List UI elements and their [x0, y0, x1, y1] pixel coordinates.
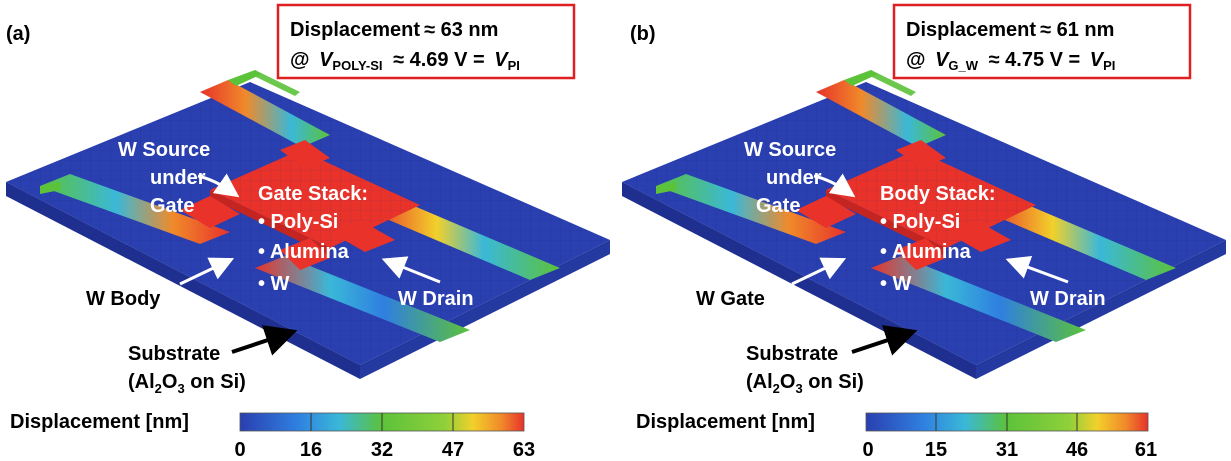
svg-text:Substrate: Substrate	[746, 343, 838, 365]
svg-text:• W: • W	[258, 273, 290, 295]
drain-label: W Drain	[1030, 288, 1106, 310]
panel-a-scene: (a) Displacement≈ 63 nm @ VPOLY-SI ≈ 4.6…	[6, 3, 610, 461]
svg-text:(Al2O3 on Si): (Al2O3 on Si)	[746, 371, 864, 396]
result-line-2: @ VPOLY-SI ≈ 4.69 V = VPI	[290, 49, 520, 75]
svg-text:• Alumina: • Alumina	[880, 241, 972, 263]
panel-a: (a) Displacement≈ 63 nm @ VPOLY-SI ≈ 4.6…	[0, 0, 615, 461]
left-terminal-arrow	[179, 257, 235, 286]
source-arrow	[813, 173, 856, 198]
svg-text:Gate Stack:: Gate Stack:	[258, 183, 368, 205]
colorbar-tick-4: 63	[513, 439, 535, 461]
panel-label: (b)	[630, 23, 656, 45]
source-label: W Source under Gate	[744, 139, 856, 217]
colorbar-tick-labels: 0 15 31 46 61	[862, 439, 1157, 461]
colorbar-tick-labels: 0 16 32 47 63	[234, 439, 535, 461]
colorbar-tick-3: 47	[442, 439, 464, 461]
svg-text:W Source: W Source	[744, 139, 836, 161]
svg-text:• Alumina: • Alumina	[258, 241, 350, 263]
svg-text:(Al2O3 on Si): (Al2O3 on Si)	[128, 371, 246, 396]
svg-text:under: under	[766, 167, 822, 189]
device-arms	[40, 70, 560, 342]
colorbar-tick-3: 46	[1066, 439, 1088, 461]
svg-text:Gate: Gate	[150, 195, 194, 217]
result-box	[892, 3, 1192, 80]
drain-arrow	[1005, 255, 1069, 284]
device-arms	[656, 70, 1176, 342]
svg-text:• Poly-Si: • Poly-Si	[880, 211, 960, 233]
svg-text:Body Stack:: Body Stack:	[880, 183, 996, 205]
colorbar-title: Displacement [nm]	[636, 411, 815, 433]
colorbar-tick-1: 15	[925, 439, 947, 461]
drain-arrow	[381, 256, 441, 284]
stack-list: Gate Stack: • Poly-Si • Alumina • W	[258, 183, 368, 295]
panel-label: (a)	[6, 23, 30, 45]
substrate-label: Substrate (Al2O3 on Si)	[746, 325, 918, 396]
source-label: W Source under Gate	[118, 139, 240, 217]
svg-text:W Source: W Source	[118, 139, 210, 161]
colorbar-ticks	[935, 413, 1078, 431]
result-line-2: @ VG_W ≈ 4.75 V = VPI	[906, 49, 1115, 75]
substrate-arrow	[231, 325, 298, 356]
svg-text:• Poly-Si: • Poly-Si	[258, 211, 338, 233]
panel-b: (b) Displacement≈ 61 nm @ VG_W ≈ 4.75 V …	[616, 0, 1231, 461]
colorbar-tick-4: 61	[1135, 439, 1157, 461]
colorbar-ticks	[310, 413, 454, 431]
drain-label: W Drain	[398, 288, 474, 310]
svg-text:under: under	[150, 167, 206, 189]
left-terminal-label: W Gate	[696, 288, 765, 310]
result-box	[276, 3, 576, 80]
left-terminal-label: W Body	[86, 288, 161, 310]
colorbar-title: Displacement [nm]	[10, 411, 189, 433]
svg-text:Substrate: Substrate	[128, 343, 220, 365]
result-line-1: Displacement≈ 63 nm	[290, 19, 498, 41]
colorbar-tick-0: 0	[234, 439, 245, 461]
source-arrow	[197, 173, 240, 198]
colorbar-tick-2: 32	[371, 439, 393, 461]
svg-text:Gate: Gate	[756, 195, 800, 217]
substrate-label: Substrate (Al2O3 on Si)	[128, 325, 298, 396]
stack-list: Body Stack: • Poly-Si • Alumina • W	[880, 183, 996, 295]
colorbar-tick-0: 0	[862, 439, 873, 461]
svg-text:• W: • W	[880, 273, 912, 295]
colorbar-tick-1: 16	[300, 439, 322, 461]
result-line-1: Displacement≈ 61 nm	[906, 19, 1114, 41]
left-terminal-arrow	[791, 257, 847, 286]
colorbar-tick-2: 31	[996, 439, 1018, 461]
panel-b-scene: (b) Displacement≈ 61 nm @ VG_W ≈ 4.75 V …	[622, 3, 1226, 461]
substrate-arrow	[851, 325, 918, 356]
